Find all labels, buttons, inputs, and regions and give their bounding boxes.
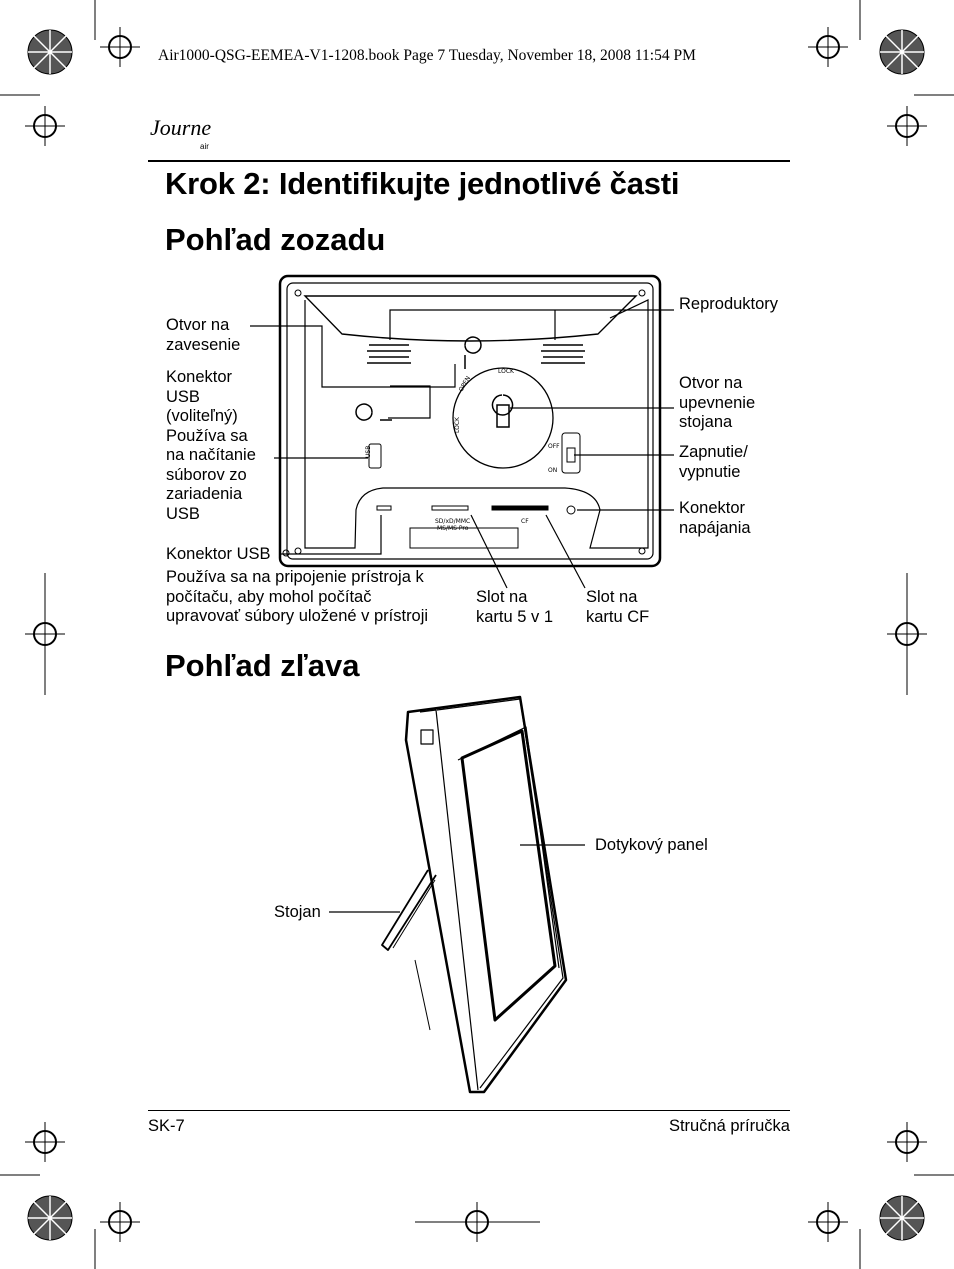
color-wheel-icon <box>27 29 925 1241</box>
label-usb-connector-optional: Konektor USB (voliteľný) Používa sa na n… <box>166 368 256 523</box>
label-power-switch: Zapnutie/ vypnutie <box>679 443 748 481</box>
label-usb-connector-desc: Používa sa na pripojenie prístroja k poč… <box>166 568 429 625</box>
footer-rule <box>148 1110 790 1111</box>
label-slot-5in1: Slot na kartu 5 v 1 <box>476 588 554 626</box>
label-usb-connector: Konektor USB <box>166 545 271 563</box>
registration-target-icon <box>25 27 927 1242</box>
label-speakers: Reproduktory <box>679 295 779 313</box>
page-number: SK-7 <box>148 1117 185 1135</box>
print-header: Air1000-QSG-EEMEA-V1-1208.book Page 7 Tu… <box>158 47 696 64</box>
page-title: Krok 2: Identifikujte jednotlivé časti <box>165 166 680 201</box>
brand-logo: Journe <box>150 115 212 140</box>
rear-view-heading: Pohľad zozadu <box>165 222 386 257</box>
label-hanging-hole: Otvor na zavesenie <box>166 316 241 354</box>
side-view-heading: Pohľad zľava <box>165 648 360 683</box>
label-power-connector: Konektor napájania <box>679 499 751 537</box>
brand-logo-sub: air <box>200 142 209 151</box>
label-stand: Stojan <box>274 903 321 921</box>
footer-guide-title: Stručná príručka <box>668 1117 790 1135</box>
label-slot-cf: Slot na kartu CF <box>586 588 650 626</box>
header-rule <box>148 160 790 162</box>
label-touch-panel: Dotykový panel <box>595 836 708 854</box>
label-stand-hole: Otvor na upevnenie stojana <box>679 374 756 431</box>
